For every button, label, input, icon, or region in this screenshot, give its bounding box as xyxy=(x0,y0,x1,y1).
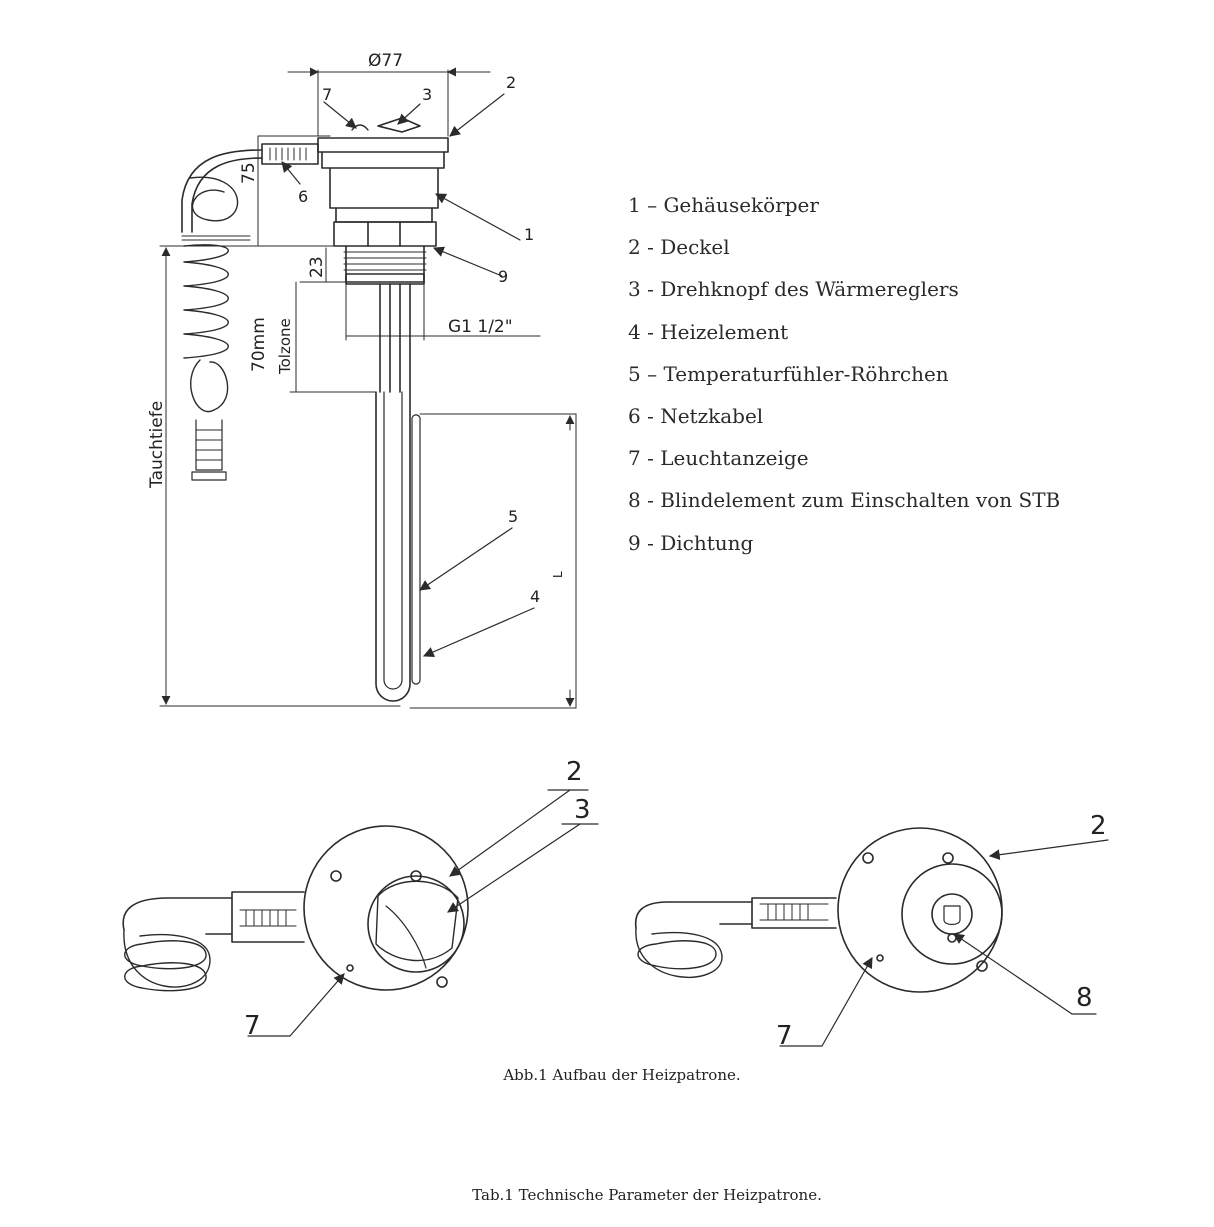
legend-item: 3 - Drehknopf des Wärmereglers xyxy=(628,277,959,302)
callout-top-left-7: 7 xyxy=(244,1011,261,1041)
figure-caption: Abb.1 Aufbau der Heizpatrone. xyxy=(503,1066,741,1084)
legend-item: 7 - Leuchtanzeige xyxy=(628,446,809,471)
top-view-left xyxy=(122,789,599,1037)
legend-item: 4 - Heizelement xyxy=(628,319,789,344)
legend-item: 2 - Deckel xyxy=(628,235,730,260)
legend-item: 5 – Temperaturfühler-Röhrchen xyxy=(628,361,949,386)
callout-side-2: 2 xyxy=(506,73,516,92)
callout-side-9: 9 xyxy=(498,267,508,286)
height-75-label: 75 xyxy=(239,162,259,184)
parts-legend: 1 – Gehäusekörper 2 - Deckel 3 - Drehkno… xyxy=(628,184,1188,564)
callout-top-right-7: 7 xyxy=(776,1021,793,1051)
top-view-right xyxy=(634,827,1109,1047)
immersion-depth-label: Tauchtiefe xyxy=(147,401,167,489)
callout-top-left-3: 3 xyxy=(574,795,591,825)
callout-side-7: 7 xyxy=(322,85,332,104)
legend-item: 8 - Blindelement zum Einschalten von STB xyxy=(628,488,1061,513)
table-caption: Tab.1 Technische Parameter der Heizpatro… xyxy=(472,1186,822,1204)
callout-side-4: 4 xyxy=(530,587,540,606)
callout-top-right-2: 2 xyxy=(1090,811,1107,841)
diameter-label: Ø77 xyxy=(368,51,403,71)
cold-zone-label: Tolzone xyxy=(276,318,294,375)
length-label: L xyxy=(551,571,565,578)
legend-item: 1 – Gehäusekörper xyxy=(628,193,819,217)
callout-side-3: 3 xyxy=(422,85,432,104)
callout-side-1: 1 xyxy=(524,225,534,244)
legend-item: 6 - Netzkabel xyxy=(628,404,764,429)
callout-top-left-2: 2 xyxy=(566,757,583,787)
side-view xyxy=(159,67,577,709)
callout-top-right-8: 8 xyxy=(1076,983,1093,1013)
callout-side-6: 6 xyxy=(298,187,308,206)
thread-label: G1 1/2" xyxy=(448,317,513,337)
height-23-label: 23 xyxy=(307,256,327,278)
callout-side-5: 5 xyxy=(508,507,518,526)
cold-zone-length-label: 70mm xyxy=(249,317,269,372)
legend-item: 9 - Dichtung xyxy=(628,530,754,555)
